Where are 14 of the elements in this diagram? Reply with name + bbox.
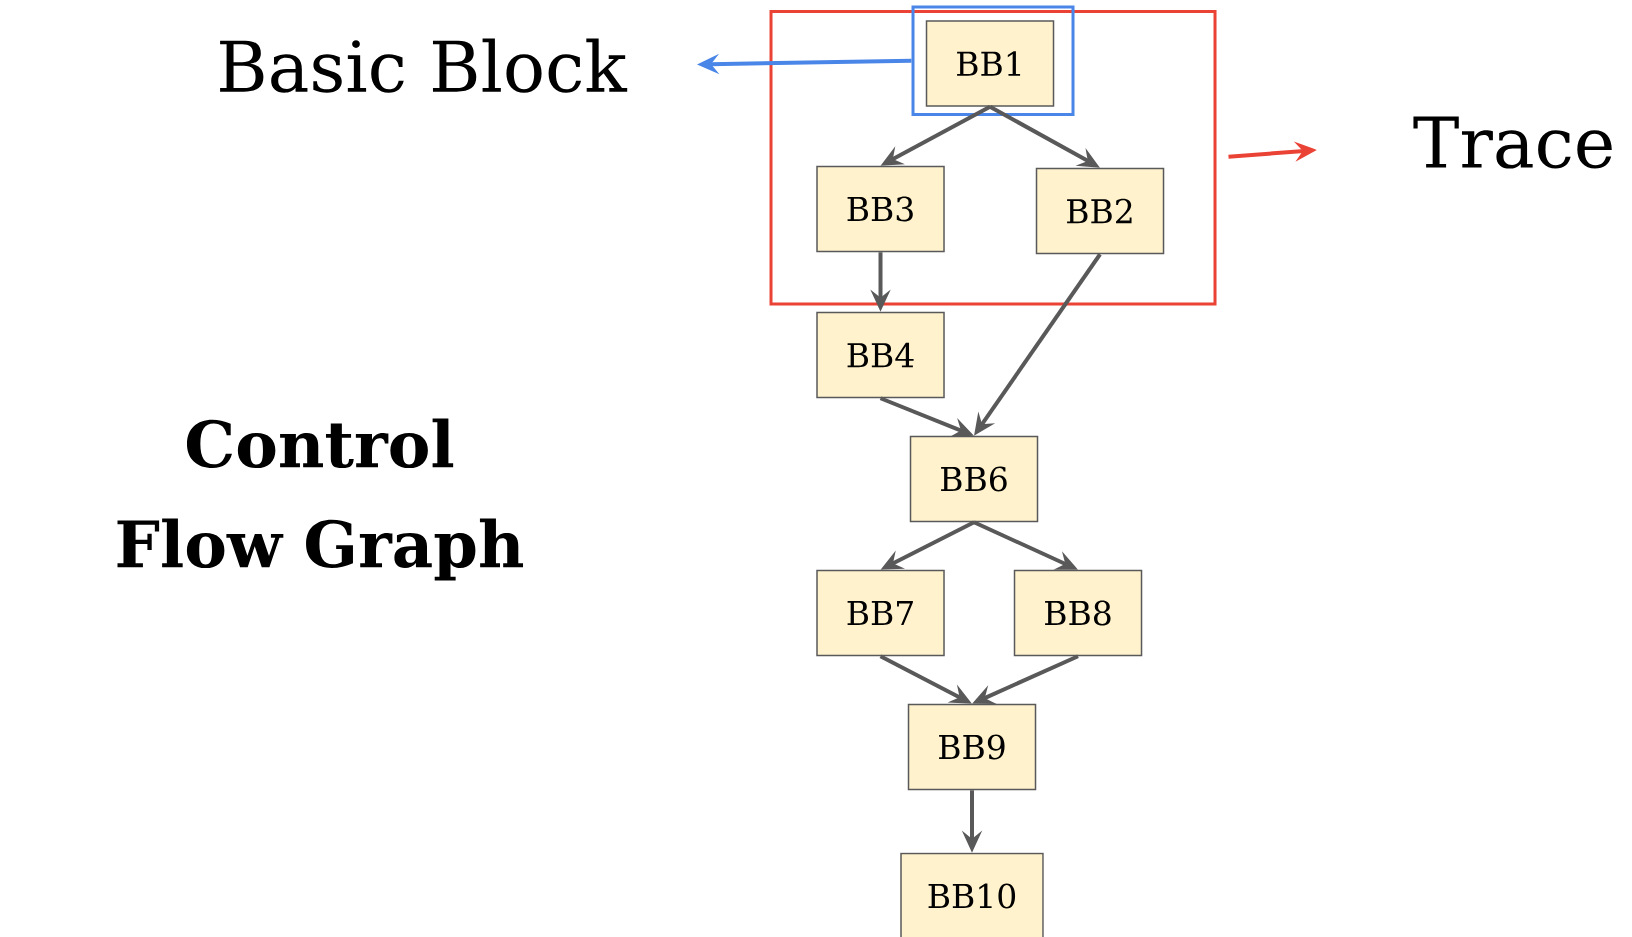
block-box: BB10 (900, 852, 1044, 937)
block-box: BB9 (907, 703, 1037, 791)
block-box: BB4 (816, 311, 945, 399)
label-text: Trace (1413, 116, 1612, 169)
block-box: BB2 (1035, 167, 1165, 255)
block-box: BB8 (1013, 569, 1143, 657)
bracket-frame (769, 10, 1217, 306)
block-box: BB6 (909, 435, 1039, 523)
block-box: BB3 (816, 165, 945, 253)
bracket-frame (911, 5, 1075, 116)
diagram-title: Control Flow Graph (117, 418, 523, 581)
label-text: Basic Block (220, 38, 628, 93)
block-box: BB7 (816, 569, 945, 657)
block-box: BB1 (925, 20, 1055, 107)
